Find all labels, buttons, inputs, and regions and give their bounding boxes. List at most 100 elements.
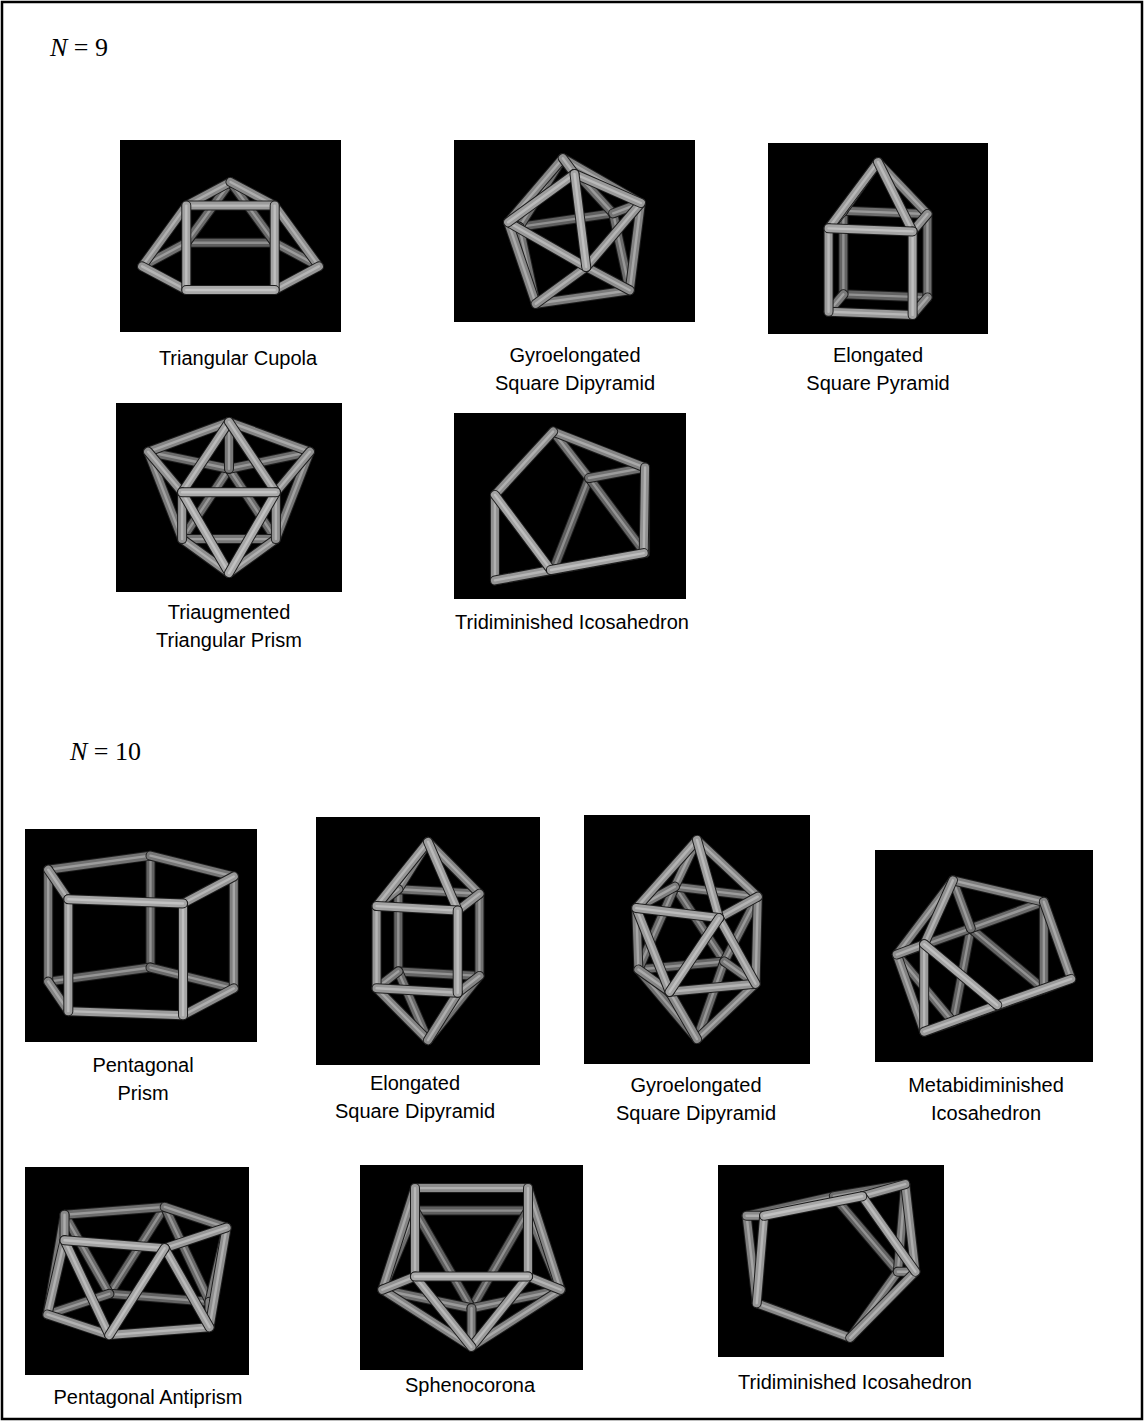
text-run: Pentagonal	[92, 1051, 193, 1079]
tube-highlight	[924, 944, 997, 1005]
tube-outline	[377, 988, 428, 1040]
tube-highlight	[553, 478, 589, 570]
tube-outline	[878, 162, 913, 231]
edge-tube	[398, 889, 479, 894]
shape-caption: Gyroelongated Square Dipyramid	[495, 341, 655, 397]
edge-tube	[528, 1277, 561, 1290]
tube-highlight	[148, 452, 182, 539]
tube-body	[850, 1272, 915, 1338]
tube-body	[398, 971, 479, 976]
tube-body	[878, 162, 913, 231]
tube-highlight	[182, 491, 276, 493]
edge-tube	[829, 312, 913, 315]
edge-tube	[377, 988, 428, 1040]
edge-tube	[165, 1207, 227, 1228]
tube-highlight	[415, 1209, 528, 1211]
tube-body	[186, 286, 274, 294]
edge-tube	[186, 205, 274, 206]
edge-tube	[377, 842, 428, 906]
edge-tube	[829, 162, 878, 228]
shape-caption: Tridiminished Icosahedron	[738, 1368, 972, 1396]
edge-tube	[183, 903, 184, 1015]
tube-body	[150, 968, 233, 989]
tube-outline	[415, 1183, 528, 1193]
tube-outline	[838, 211, 848, 294]
edge-tube	[575, 174, 587, 267]
tube-body	[1044, 902, 1071, 979]
tube-outline	[48, 870, 68, 900]
tube-outline	[824, 228, 834, 311]
tube-highlight	[953, 880, 1044, 901]
shape-caption: Elongated Square Pyramid	[806, 341, 949, 397]
edge-tube	[494, 495, 495, 581]
tube-body	[670, 984, 756, 992]
edge-tube	[843, 211, 844, 294]
tube-highlight	[495, 570, 551, 580]
tube-outline	[145, 856, 155, 968]
text-run: Sphenocorona	[405, 1371, 535, 1399]
tube-outline	[719, 897, 758, 918]
tube-outline	[415, 1206, 528, 1216]
tube-body	[183, 988, 234, 1015]
tube-outline	[382, 1277, 415, 1290]
tube-highlight	[551, 553, 644, 570]
tube-body	[382, 1188, 415, 1290]
tube-body	[68, 899, 183, 903]
image-background	[454, 413, 686, 599]
tube-outline	[586, 203, 641, 267]
tube-highlight	[575, 174, 641, 203]
tube-highlight	[829, 312, 913, 315]
tube-outline	[182, 492, 229, 573]
tube-highlight	[495, 570, 553, 580]
tube-body	[924, 880, 953, 944]
image-background	[768, 143, 988, 334]
tube-body	[923, 214, 931, 297]
edge-tube	[109, 1248, 164, 1335]
text-run: Square Dipyramid	[335, 1097, 495, 1125]
tube-outline	[536, 267, 586, 304]
tube-highlight	[457, 911, 459, 993]
tube-highlight	[589, 478, 645, 553]
tube-outline	[377, 988, 458, 993]
tube-body	[428, 842, 458, 911]
tube-outline	[182, 487, 276, 497]
tube-highlight	[276, 452, 310, 539]
tube-outline	[165, 1228, 227, 1249]
edge-tube	[415, 1210, 528, 1211]
edge-tube	[764, 1196, 862, 1216]
tube-highlight	[924, 880, 953, 944]
tube-highlight	[764, 1196, 862, 1216]
edge-tube	[670, 992, 697, 1039]
tube-highlight	[636, 908, 719, 918]
tube-body	[519, 213, 613, 227]
tube-body	[65, 1207, 165, 1215]
tube-outline	[636, 908, 719, 918]
tube-outline	[415, 1277, 471, 1347]
tube-outline	[186, 238, 274, 248]
tube-outline	[495, 495, 551, 570]
edge-tube	[528, 1188, 561, 1290]
edge-tube	[527, 1188, 528, 1276]
tube-highlight	[377, 842, 428, 906]
tube-body	[524, 1188, 532, 1276]
image-background	[718, 1165, 944, 1357]
tube-body	[528, 1188, 561, 1290]
tube-outline	[150, 968, 233, 989]
edge-tube	[586, 267, 630, 290]
tube-outline	[850, 1272, 915, 1338]
tube-highlight	[527, 1188, 529, 1276]
tube-outline	[65, 1240, 165, 1248]
edge-tube	[68, 899, 183, 903]
tube-highlight	[165, 1248, 210, 1327]
tube-body	[764, 1196, 862, 1216]
tube-highlight	[756, 897, 758, 984]
tube-outline	[997, 979, 1071, 1005]
edge-tube	[109, 1327, 209, 1335]
shape-caption: Gyroelongated Square Dipyramid	[616, 1071, 776, 1127]
tube-body	[644, 468, 645, 554]
edge-tube	[834, 1184, 905, 1196]
group-heading: N = 9	[50, 32, 108, 64]
tube-outline	[589, 478, 645, 553]
polyhedron-image	[875, 850, 1093, 1062]
edge-tube	[862, 1184, 905, 1196]
